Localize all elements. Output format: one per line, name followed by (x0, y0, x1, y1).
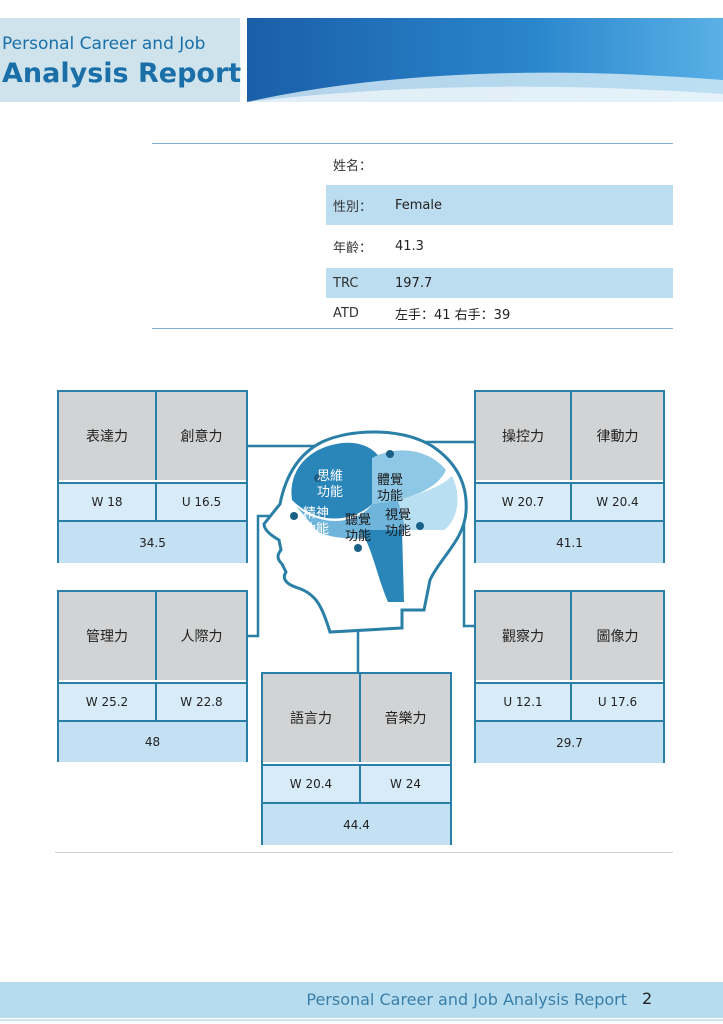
trc-label: TRC (333, 275, 359, 291)
total-control-rhythm: 41.1 (476, 520, 663, 563)
gender-value: Female (395, 197, 443, 213)
info-bottom-rule (152, 328, 673, 329)
skill-express: 表達力 (59, 392, 157, 480)
skill-social: 人際力 (157, 592, 246, 680)
label-spirit-2: 功能 (303, 522, 329, 537)
card-express-create: 表達力 創意力 W 18 U 16.5 34.5 (57, 390, 248, 563)
header-title-line2: Analysis Report (2, 58, 242, 89)
score-control: W 20.7 (476, 482, 572, 520)
age-value: 41.3 (395, 238, 424, 254)
total-express-create: 34.5 (59, 520, 246, 563)
skill-observe: 觀察力 (476, 592, 572, 680)
label-hearing-1: 聽覺 (345, 513, 371, 528)
label-vision-2: 功能 (385, 524, 411, 539)
skill-control: 操控力 (476, 392, 572, 480)
info-row-name: 姓名： (326, 146, 673, 182)
skill-language: 語言力 (263, 674, 361, 762)
footer-rule (0, 1019, 723, 1021)
atd-value: 左手：41 右手：39 (395, 307, 511, 323)
total-observe-image: 29.7 (476, 720, 663, 763)
label-body-1: 體覺 (377, 473, 403, 488)
brain-lobe-hearing (296, 500, 406, 539)
brain-lobe-body (372, 450, 446, 504)
skill-create: 創意力 (157, 392, 246, 480)
label-body-2: 功能 (377, 489, 403, 504)
score-language: W 20.4 (263, 764, 361, 802)
info-row-gender: 性別： Female (326, 185, 673, 225)
page-number: 2 (642, 989, 653, 1008)
card-control-rhythm: 操控力 律動力 W 20.7 W 20.4 41.1 (474, 390, 665, 563)
brain-lobe-thinking (291, 442, 380, 519)
info-row-trc: TRC 197.7 (326, 268, 673, 298)
label-vision-1: 視覺 (385, 508, 411, 523)
label-spirit-1: 精神 (303, 506, 329, 521)
skill-manage: 管理力 (59, 592, 157, 680)
header-title-line1: Personal Career and Job (2, 34, 206, 54)
skill-rhythm: 律動力 (572, 392, 663, 480)
label-thinking-2: 功能 (317, 485, 343, 500)
skill-music: 音樂力 (361, 674, 450, 762)
skill-image: 圖像力 (572, 592, 663, 680)
brain-diagram: 思維 功能 體覺 功能 精神 功能 聽覺 功能 視覺 功能 (244, 430, 474, 672)
atd-label: ATD (333, 305, 359, 321)
header-title-panel: Personal Career and Job Analysis Report (0, 18, 244, 102)
header-banner-graphic (247, 18, 723, 102)
name-label: 姓名： (333, 158, 373, 174)
card-manage-social: 管理力 人際力 W 25.2 W 22.8 48 (57, 590, 248, 762)
brain-stem (360, 530, 404, 602)
brain-lobe-vision (398, 476, 458, 530)
footer-title: Personal Career and Job Analysis Report (306, 990, 627, 1009)
age-label: 年齡： (333, 240, 373, 256)
info-top-rule (152, 143, 673, 144)
info-row-age: 年齡： 41.3 (326, 228, 673, 264)
score-social: W 22.8 (157, 682, 246, 720)
score-manage: W 25.2 (59, 682, 157, 720)
label-thinking-1: 思維 (317, 469, 343, 484)
footer-band (0, 982, 723, 1018)
card-observe-image: 觀察力 圖像力 U 12.1 U 17.6 29.7 (474, 590, 665, 763)
score-rhythm: W 20.4 (572, 482, 663, 520)
info-row-atd: ATD 左手：41 右手：39 (326, 299, 673, 327)
score-image: U 17.6 (572, 682, 663, 720)
gender-label: 性別： (333, 199, 373, 215)
score-observe: U 12.1 (476, 682, 572, 720)
score-create: U 16.5 (157, 482, 246, 520)
score-express: W 18 (59, 482, 157, 520)
section-divider (55, 852, 673, 853)
total-manage-social: 48 (59, 720, 246, 762)
card-language-music: 語言力 音樂力 W 20.4 W 24 44.4 (261, 672, 452, 845)
total-language-music: 44.4 (263, 802, 450, 845)
header-banner (247, 18, 723, 102)
trc-value: 197.7 (395, 275, 433, 291)
label-hearing-2: 功能 (345, 529, 371, 544)
score-music: W 24 (361, 764, 450, 802)
